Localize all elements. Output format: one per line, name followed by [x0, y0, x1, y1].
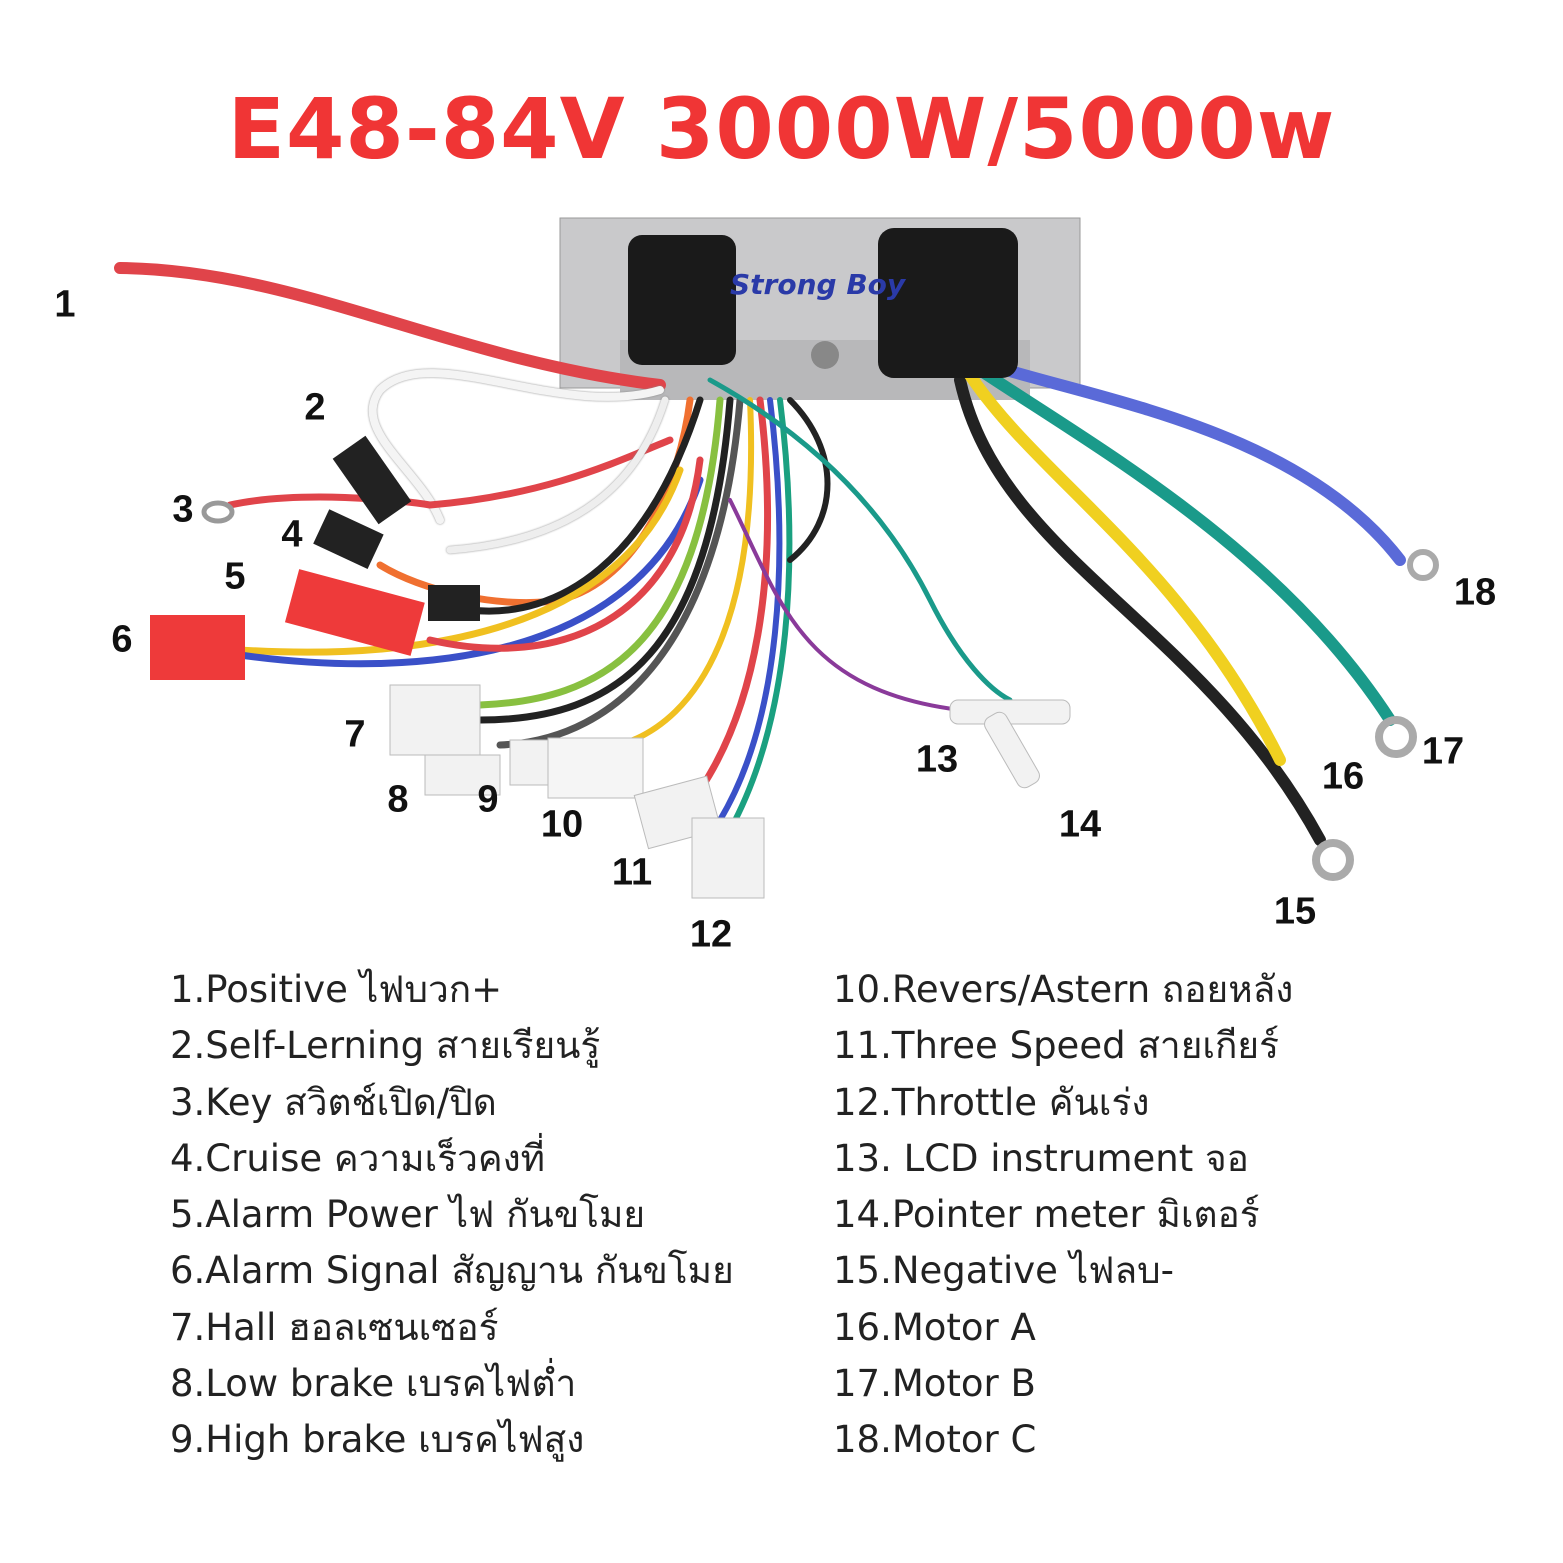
connector-reverse — [547, 737, 644, 799]
wire-key — [226, 436, 674, 509]
legend-item: 10.Revers/Astern ถอยหลัง — [833, 968, 1294, 1011]
wire-motor-a — [964, 369, 1286, 766]
callout-10: 10 — [540, 803, 584, 846]
legend-item: 15.Negative ไฟลบ- — [833, 1249, 1174, 1293]
legend-item: 14.Pointer meter มิเตอร์ — [833, 1193, 1260, 1237]
wire-hall — [476, 396, 724, 709]
ring-terminal-key — [201, 500, 235, 524]
wire-self-learning — [368, 369, 664, 524]
callout-11: 11 — [611, 851, 653, 894]
callout-15: 15 — [1273, 890, 1317, 933]
wire-alarm — [236, 466, 684, 656]
callout-5: 5 — [224, 555, 246, 598]
callout-14: 14 — [1058, 803, 1102, 846]
callout-9: 9 — [477, 778, 499, 821]
callout-2: 2 — [304, 386, 326, 429]
connector-pointer-meter — [984, 711, 1040, 789]
connector-throttle — [691, 817, 765, 899]
connector-key — [428, 585, 480, 621]
wires — [114, 262, 1406, 846]
ring-terminal-motor-c — [1407, 549, 1439, 581]
connector-cruise — [313, 509, 384, 569]
ring-terminal-motor-b — [1375, 716, 1417, 758]
legend-item: 5.Alarm Power ไฟ กันขโมย — [170, 1193, 646, 1237]
callout-4: 4 — [281, 513, 303, 556]
callout-17: 17 — [1421, 730, 1465, 773]
callout-3: 3 — [172, 488, 194, 531]
connector-self-learning — [332, 435, 412, 525]
wire-negative — [954, 374, 1326, 846]
callout-16: 16 — [1321, 755, 1365, 798]
mount-hole — [811, 341, 839, 369]
legend-item: 11.Three Speed สายเกียร์ — [833, 1024, 1279, 1068]
connectors — [150, 435, 1439, 899]
wire-positive — [114, 262, 666, 391]
connector-alarm-signal — [150, 615, 245, 680]
legend-item: 7.Hall ฮอลเซนเซอร์ — [170, 1305, 499, 1349]
legend-item: 4.Cruise ความเร็วคงที่ — [170, 1136, 546, 1180]
wire-motor-c — [984, 359, 1406, 566]
page-title: E48-84V 3000W/5000w — [227, 80, 1336, 178]
callout-18: 18 — [1453, 571, 1497, 614]
wire-lcd — [707, 377, 1013, 703]
cable-gland-right — [878, 228, 1018, 378]
glands — [628, 228, 1018, 378]
connector-lcd — [949, 699, 1071, 725]
callout-13: 13 — [915, 738, 959, 781]
connector-low-brake — [424, 754, 501, 796]
legend-item: 17.Motor B — [833, 1362, 1036, 1406]
legend-item: 1.Positive ไฟบวก+ — [170, 968, 503, 1011]
legend-item: 16.Motor A — [833, 1305, 1036, 1349]
legend-item: 12.Throttle คันเร่ง — [833, 1080, 1150, 1124]
legend-item: 9.High brake เบรคไฟสูง — [170, 1418, 585, 1462]
legend-item: 6.Alarm Signal สัญญาน กันขโมย — [170, 1249, 734, 1293]
wire-motor-b — [974, 364, 1396, 726]
brand-logo: Strong Boy — [730, 268, 906, 301]
legend-item: 8.Low brake เบรคไฟต่ำ — [170, 1362, 577, 1406]
legend-item: 2.Self-Lerning สายเรียนรู้ — [170, 1024, 601, 1068]
ring-terminal-negative — [1312, 839, 1354, 881]
connector-hall — [389, 684, 481, 756]
legend-item: 13. LCD instrument จอ — [833, 1136, 1249, 1180]
callout-8: 8 — [387, 778, 409, 821]
callout-6: 6 — [111, 618, 133, 661]
callout-12: 12 — [689, 913, 733, 956]
legend-item: 3.Key สวิตช์เปิด/ปิด — [170, 1080, 497, 1124]
callout-1: 1 — [54, 283, 76, 326]
callout-7: 7 — [344, 713, 366, 756]
cable-gland-left — [628, 235, 736, 365]
connector-alarm-power — [284, 569, 425, 656]
legend-item: 18.Motor C — [833, 1418, 1037, 1462]
legend-right: 10.Revers/Astern ถอยหลัง 11.Three Speed … — [833, 962, 1293, 1469]
legend-left: 1.Positive ไฟบวก+ 2.Self-Lerning สายเรีย… — [170, 962, 734, 1469]
